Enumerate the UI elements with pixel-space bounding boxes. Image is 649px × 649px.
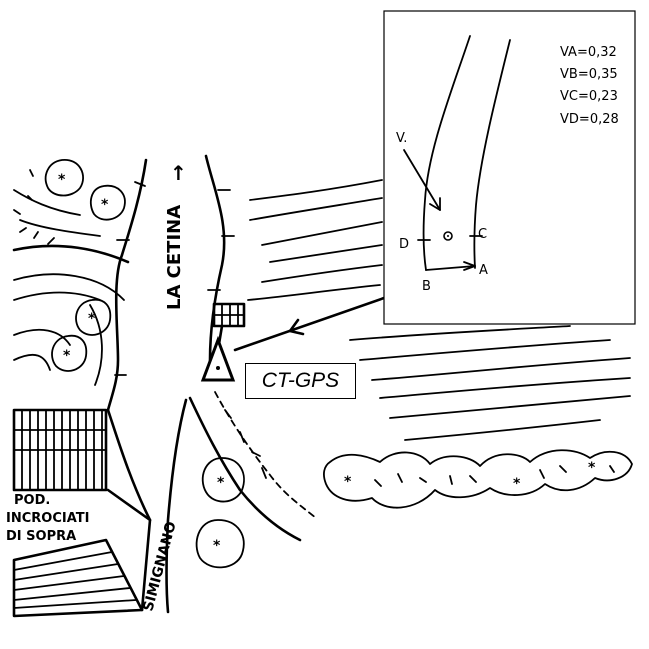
velocity-a: VA=0,32	[560, 45, 617, 60]
farm-label-line2: INCROCIATI	[6, 511, 89, 526]
leader-arrowhead	[288, 318, 305, 336]
tree-left-3: *	[75, 298, 112, 336]
velocity-d: VD=0,28	[560, 112, 619, 127]
river-bank-ticks	[207, 189, 235, 291]
hedge-left	[13, 169, 55, 245]
leader-line	[233, 296, 386, 352]
inset-point-d: D	[399, 237, 409, 252]
velocity-c: VC=0,23	[560, 89, 618, 104]
flow-arrow: ↑	[170, 161, 187, 185]
tree-left-4: *	[51, 334, 88, 372]
river-right-bank	[204, 154, 226, 362]
svg-text:*: *	[58, 172, 66, 188]
bank-ticks-left	[114, 181, 146, 376]
tree-left-1: *	[44, 159, 84, 197]
hedge-row-right: * * *	[323, 449, 633, 509]
velocity-b: VB=0,35	[560, 67, 618, 82]
inset-point-c: C	[478, 227, 487, 242]
farm-label-line3: DI SOPRA	[6, 529, 76, 544]
svg-text:*: *	[344, 474, 352, 490]
svg-text:*: *	[588, 460, 596, 476]
svg-text:*: *	[101, 197, 109, 213]
cultivated-field-rows	[12, 189, 130, 386]
station-triangle-icon	[200, 335, 236, 382]
station-label-box: CT-GPS	[245, 363, 356, 399]
river-inner-bank	[165, 398, 188, 614]
tree-road-2: *	[195, 519, 245, 569]
inset-point-a: A	[479, 263, 488, 278]
farm-label-line1: POD.	[14, 493, 50, 508]
svg-text:*: *	[213, 538, 221, 554]
gauging-station-hut	[212, 302, 246, 352]
farm-building-rows	[12, 408, 152, 618]
tree-road-1: *	[201, 457, 245, 503]
river-name-label: LA CETINA	[164, 205, 185, 310]
channel-below-station	[188, 391, 317, 542]
tree-left-2: *	[89, 184, 126, 221]
field-hatching-right	[247, 179, 631, 441]
svg-text:*: *	[513, 476, 521, 492]
left-bank-line	[106, 158, 148, 412]
inset-velocity-label: V.	[396, 131, 407, 146]
velocity-readings: VA=0,32 VB=0,35 VC=0,23 VD=0,28	[560, 45, 619, 127]
inset-cross-section	[383, 10, 636, 325]
svg-text:*: *	[88, 311, 96, 327]
svg-text:*: *	[63, 348, 71, 364]
svg-text:*: *	[217, 475, 225, 491]
inset-point-b: B	[422, 279, 431, 294]
